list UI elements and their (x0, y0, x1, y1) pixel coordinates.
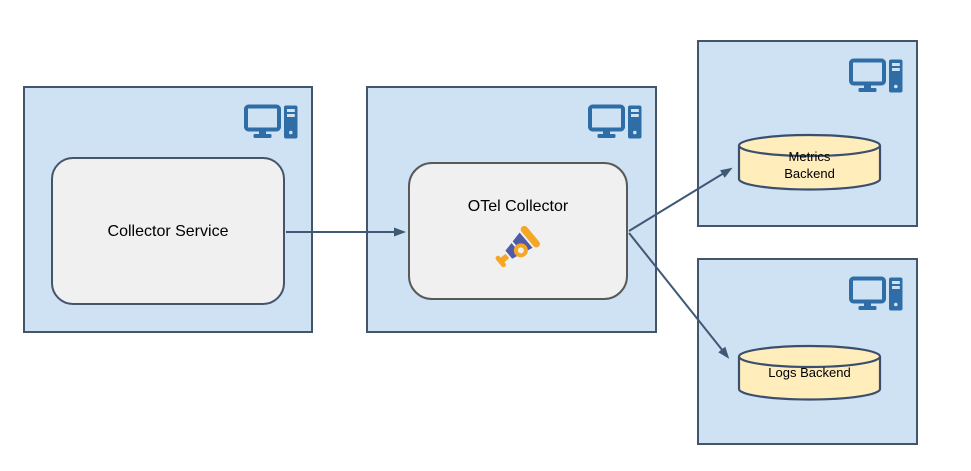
otel-collector-label: OTel Collector (467, 198, 569, 215)
node-otel-collector: OTel Collector (408, 162, 628, 300)
metrics-backend-label: Metrics Backend (784, 149, 835, 181)
workstation-computer-icon (849, 58, 903, 93)
node-collector-service: Collector Service (51, 157, 285, 305)
workstation-computer-icon (244, 104, 298, 139)
collector-service-label: Collector Service (107, 222, 229, 240)
opentelemetry-telescope-icon (495, 225, 540, 268)
workstation-computer-icon (588, 104, 642, 139)
metrics-backend-cylinder (737, 133, 882, 191)
container-metrics-backend-host (697, 40, 918, 227)
logs-backend-label: Logs Backend (768, 365, 851, 380)
workstation-computer-icon (849, 276, 903, 311)
logs-backend-cylinder (737, 344, 882, 401)
